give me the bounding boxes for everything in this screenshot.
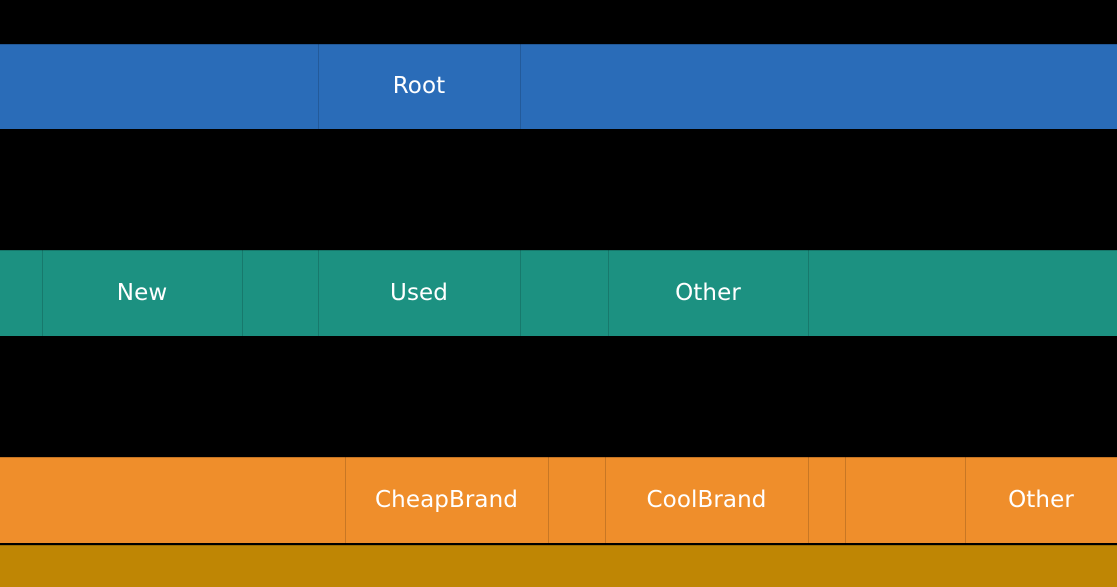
node-unlabeled[interactable]: [520, 44, 1117, 129]
level-band-root: Root: [0, 44, 1117, 129]
node-unlabeled[interactable]: [0, 250, 42, 336]
node-label: Other: [675, 279, 741, 306]
node-unlabeled[interactable]: [0, 545, 1117, 587]
node-unlabeled[interactable]: [242, 250, 318, 336]
node-coolbrand[interactable]: CoolBrand: [605, 457, 808, 543]
node-unlabeled[interactable]: [808, 250, 1117, 336]
node-unlabeled[interactable]: [548, 457, 605, 543]
node-other[interactable]: Other: [965, 457, 1117, 543]
node-unlabeled[interactable]: [0, 457, 345, 543]
node-label: Root: [392, 73, 446, 99]
node-cheapbrand[interactable]: CheapBrand: [345, 457, 548, 543]
level-band-condition: New Used Other: [0, 250, 1117, 336]
node-root[interactable]: Root: [318, 44, 520, 129]
node-unlabeled[interactable]: [520, 250, 608, 336]
node-new[interactable]: New: [42, 250, 242, 336]
node-unlabeled[interactable]: [808, 457, 845, 543]
node-unlabeled[interactable]: [845, 457, 965, 543]
level-band-clipped-level: [0, 545, 1117, 587]
node-other[interactable]: Other: [608, 250, 808, 336]
node-used[interactable]: Used: [318, 250, 520, 336]
node-label: Other: [1008, 486, 1074, 513]
node-label: CoolBrand: [646, 486, 767, 513]
node-label: CheapBrand: [375, 486, 518, 513]
node-unlabeled[interactable]: [0, 44, 318, 129]
level-band-brand: CheapBrand CoolBrand Other: [0, 457, 1117, 543]
node-label: Used: [390, 279, 448, 306]
node-label: New: [116, 279, 168, 306]
